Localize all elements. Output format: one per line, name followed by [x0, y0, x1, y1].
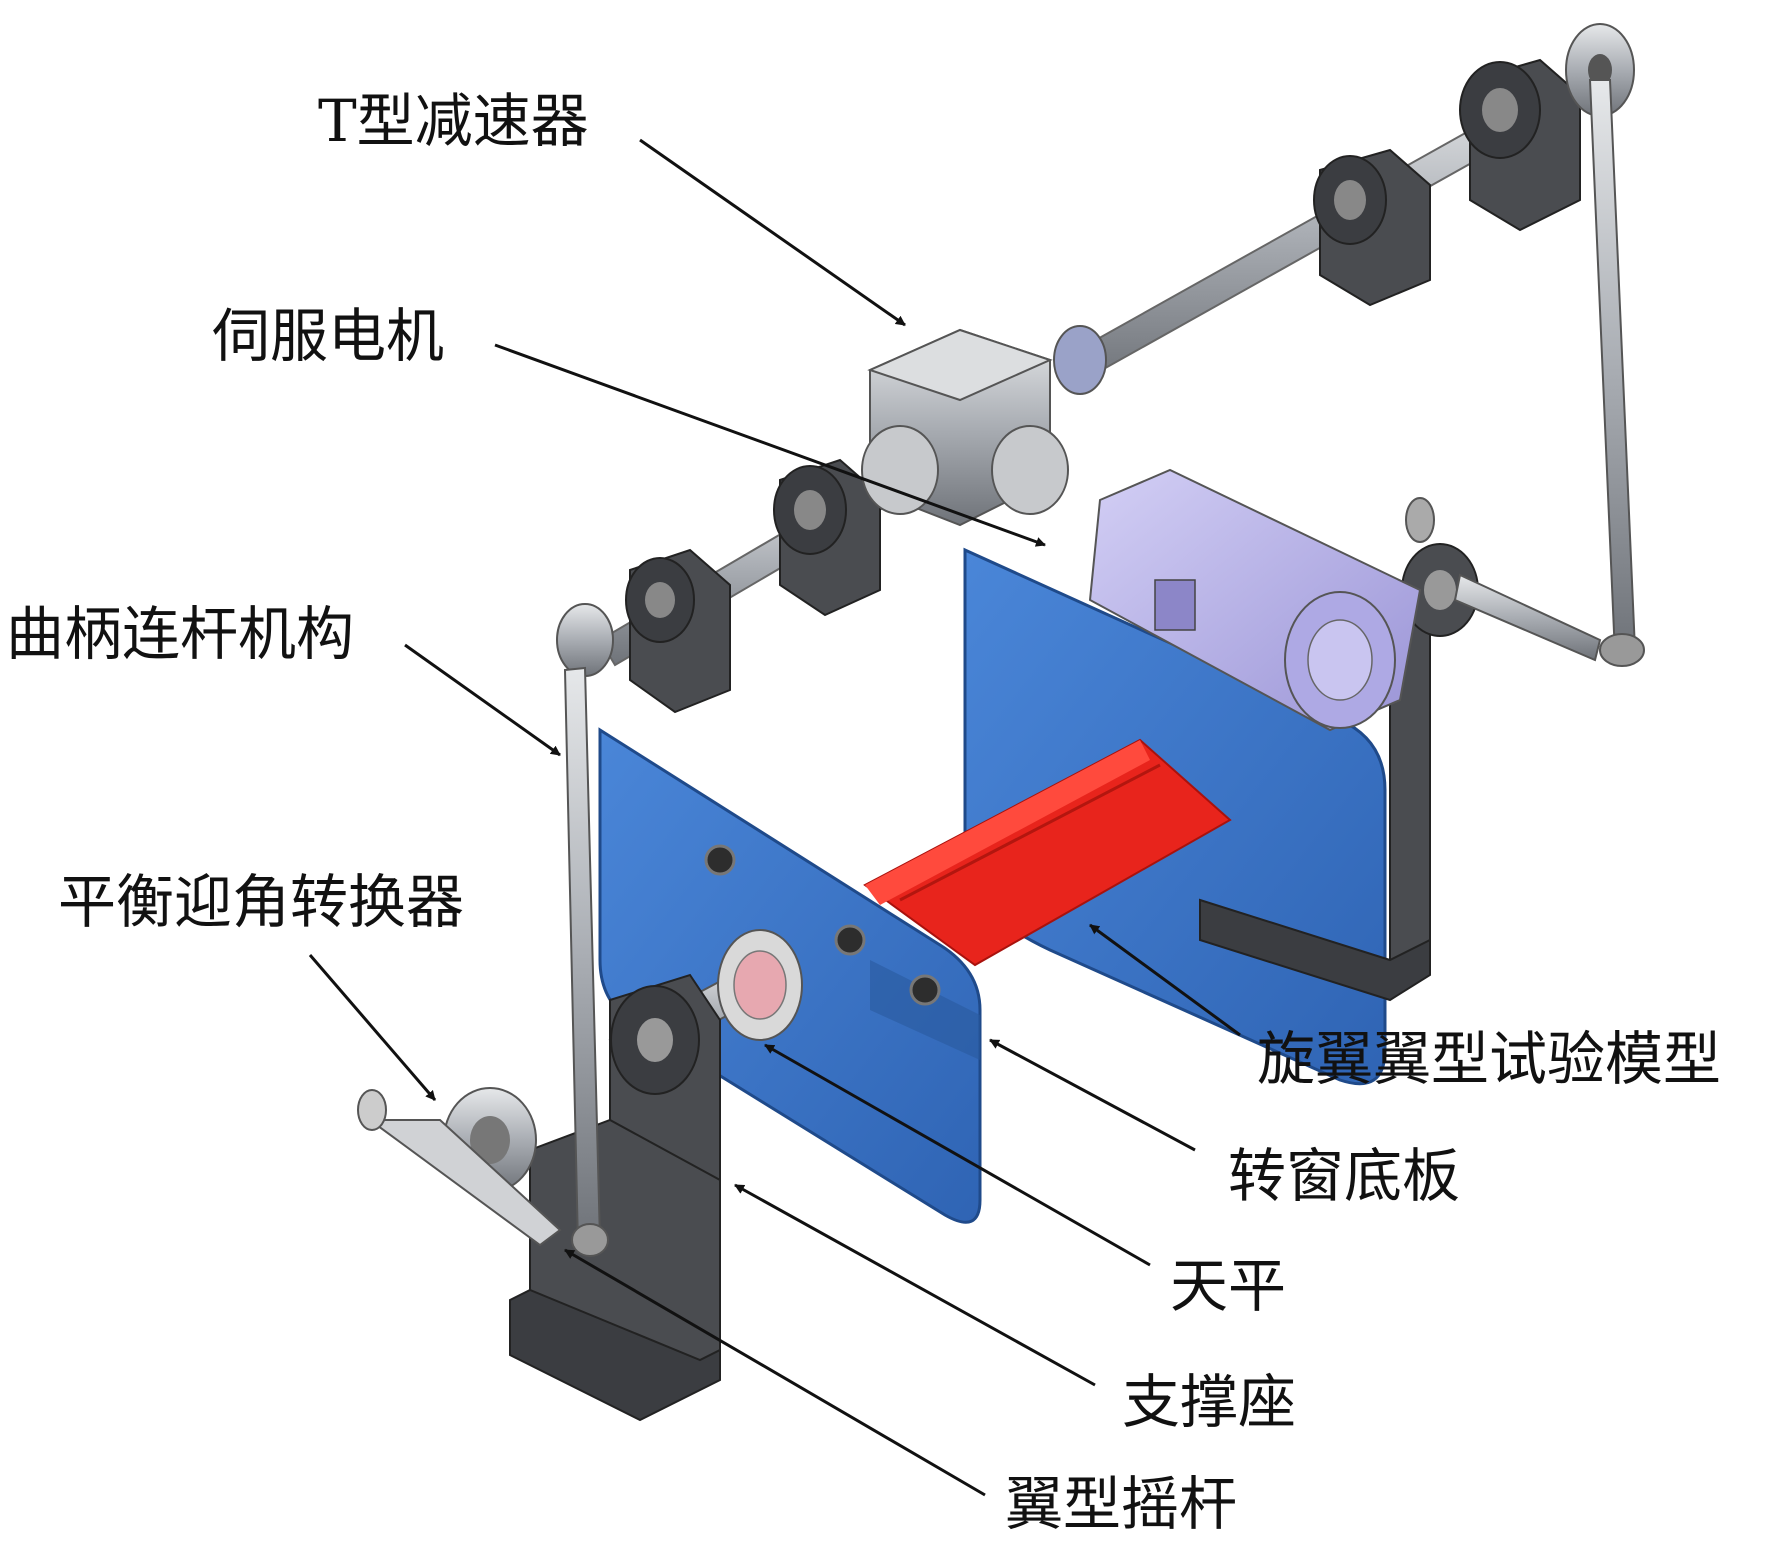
leader-servo-motor — [494, 343, 1046, 547]
leader-crank-linkage — [404, 643, 561, 757]
servo-motor — [1088, 468, 1422, 732]
support-seat — [509, 973, 721, 1422]
label-window-plate: 转窗底板 — [1228, 1142, 1461, 1210]
label-balance: 天平 — [1170, 1252, 1287, 1320]
leader-aoa-converter — [308, 954, 437, 1101]
upper-middle-bracket — [1313, 148, 1431, 307]
left-lower-bracket — [625, 548, 731, 714]
leader-rotor-model — [1089, 923, 1241, 1037]
label-crank-linkage: 曲柄连杆机构 — [6, 600, 355, 668]
crank-linkage-mechanism — [556, 603, 614, 1257]
right-vertical-linkage — [1588, 79, 1645, 667]
label-rotor-model: 旋翼翼型试验模型 — [1257, 1025, 1722, 1093]
aoa-converter — [357, 1087, 562, 1247]
leader-support — [734, 1183, 1096, 1387]
leader-rocker — [564, 1248, 986, 1497]
right-shaft-bracket — [1401, 497, 1602, 662]
t-gearbox — [861, 325, 1107, 527]
label-servo-motor: 伺服电机 — [212, 302, 445, 370]
callout-lines — [308, 138, 1241, 1497]
upper-right-bracket — [1459, 58, 1581, 232]
rotor-airfoil-model — [863, 738, 1232, 967]
leader-t-reducer — [639, 138, 906, 327]
label-support: 支撑座 — [1122, 1368, 1297, 1436]
label-t-reducer: T型减速器 — [318, 87, 589, 155]
label-rocker: 翼型摇杆 — [1005, 1470, 1238, 1538]
leader-window-plate — [989, 1038, 1196, 1152]
left-upper-bracket — [773, 458, 881, 617]
label-aoa-converter: 平衡迎角转换器 — [58, 868, 465, 936]
leader-balance — [764, 1043, 1151, 1267]
